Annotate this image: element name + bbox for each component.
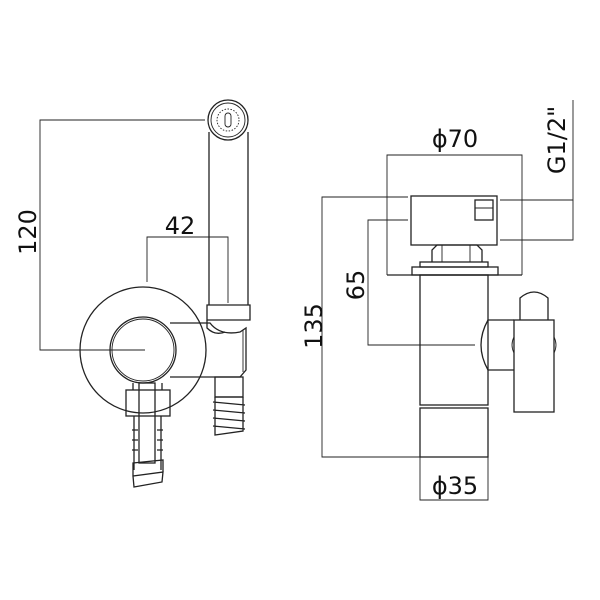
left-view: 120 42 <box>14 99 251 488</box>
dim-phi35-label: ϕ35 <box>432 472 478 500</box>
dim-135-label: 135 <box>300 303 328 349</box>
dimension-42: 42 <box>146 212 229 303</box>
dimension-g12: G1/2" <box>500 100 574 241</box>
dim-120-label: 120 <box>14 209 42 255</box>
right-hose <box>212 376 246 436</box>
dim-phi70-label: ϕ70 <box>432 125 478 153</box>
dimension-135: 135 <box>300 196 420 458</box>
dim-65-label: 65 <box>342 270 370 301</box>
dim-g12-label: G1/2" <box>543 106 571 174</box>
valve-body <box>419 274 489 458</box>
dimension-120: 120 <box>14 119 205 351</box>
handle-block <box>387 195 522 276</box>
dimension-phi35: ϕ35 <box>419 457 489 501</box>
bottom-valve <box>125 382 171 488</box>
side-valve <box>480 291 557 413</box>
right-view: ϕ70 G1/2" 135 65 ϕ35 <box>300 100 574 501</box>
dimension-65: 65 <box>342 219 475 346</box>
dim-42-label: 42 <box>165 212 196 240</box>
hand-shower-nozzle <box>206 99 251 321</box>
dimension-phi70: ϕ70 <box>386 125 523 275</box>
